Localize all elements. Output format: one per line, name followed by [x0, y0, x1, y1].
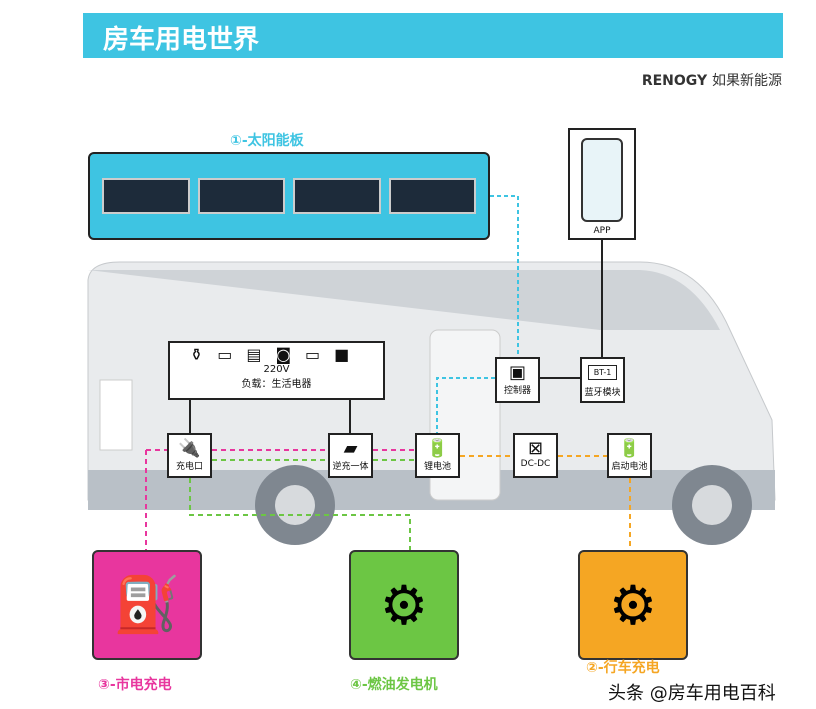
lithium-label: 锂电池 — [423, 462, 451, 472]
starter-battery: 🔋 启动电池 — [607, 433, 652, 478]
plug-icon: 🔌 — [178, 438, 201, 459]
load-label: 负载：生活电器 — [241, 379, 312, 390]
inverter-icon: ▰ — [343, 438, 358, 459]
watermark: 头条 @房车用电百科 — [608, 683, 776, 704]
controller-icon: ▣ — [508, 362, 526, 383]
controller: ▣ 控制器 — [495, 357, 540, 403]
phone-icon — [581, 138, 623, 222]
load-voltage: 220V — [263, 364, 290, 375]
controller-label: 控制器 — [503, 386, 531, 396]
bt-module-icon: BT-1 — [588, 365, 617, 380]
grid-label: ③-市电充电 — [98, 677, 172, 693]
app-label: APP — [593, 226, 611, 236]
generator-icon: ⚙ — [349, 550, 459, 660]
generator-label: ④-燃油发电机 — [350, 677, 438, 693]
battery-icon: 🔋 — [426, 438, 449, 459]
dcdc-icon: ⊠ — [527, 438, 544, 459]
charge-port-label: 充电口 — [175, 462, 203, 472]
charge-port: 🔌 充电口 — [167, 433, 212, 478]
solar-panel — [197, 178, 285, 214]
solar-panel — [102, 178, 190, 214]
brand-cn: 如果新能源 — [712, 73, 782, 89]
header-bar: 房车用电世界 — [83, 13, 783, 58]
engine-icon: ⚙ — [578, 550, 688, 660]
page-title: 房车用电世界 — [103, 25, 260, 55]
appliance-loads: ⚱▭▤◙▭■ 220V 负载：生活电器 — [168, 341, 385, 400]
solar-panel — [388, 178, 476, 214]
app-box: APP — [568, 128, 636, 240]
dcdc-charger: ⊠DC-DC — [513, 433, 558, 478]
grid-charging-icon: ⛽ — [92, 550, 202, 660]
solar-panels — [88, 152, 490, 240]
alternator-label: ②-行车充电 — [586, 660, 660, 676]
dcdc-label: DC-DC — [520, 459, 551, 469]
appliance-icons: ⚱▭▤◙▭■ — [189, 345, 364, 364]
starter-label: 启动电池 — [611, 462, 648, 472]
brand-logo: RENOGY 如果新能源 — [642, 70, 782, 90]
inverter-label: 逆充一体 — [332, 462, 369, 472]
brand-name: RENOGY — [641, 73, 708, 89]
inverter-charger: ▰ 逆充一体 — [328, 433, 373, 478]
bluetooth-label: 蓝牙模块 — [584, 388, 621, 398]
solar-label: ①-太阳能板 — [230, 133, 304, 149]
solar-panel — [293, 178, 381, 214]
lithium-battery: 🔋 锂电池 — [415, 433, 460, 478]
bluetooth-module: BT-1 蓝牙模块 — [580, 357, 625, 403]
battery-icon: 🔋 — [618, 438, 641, 459]
